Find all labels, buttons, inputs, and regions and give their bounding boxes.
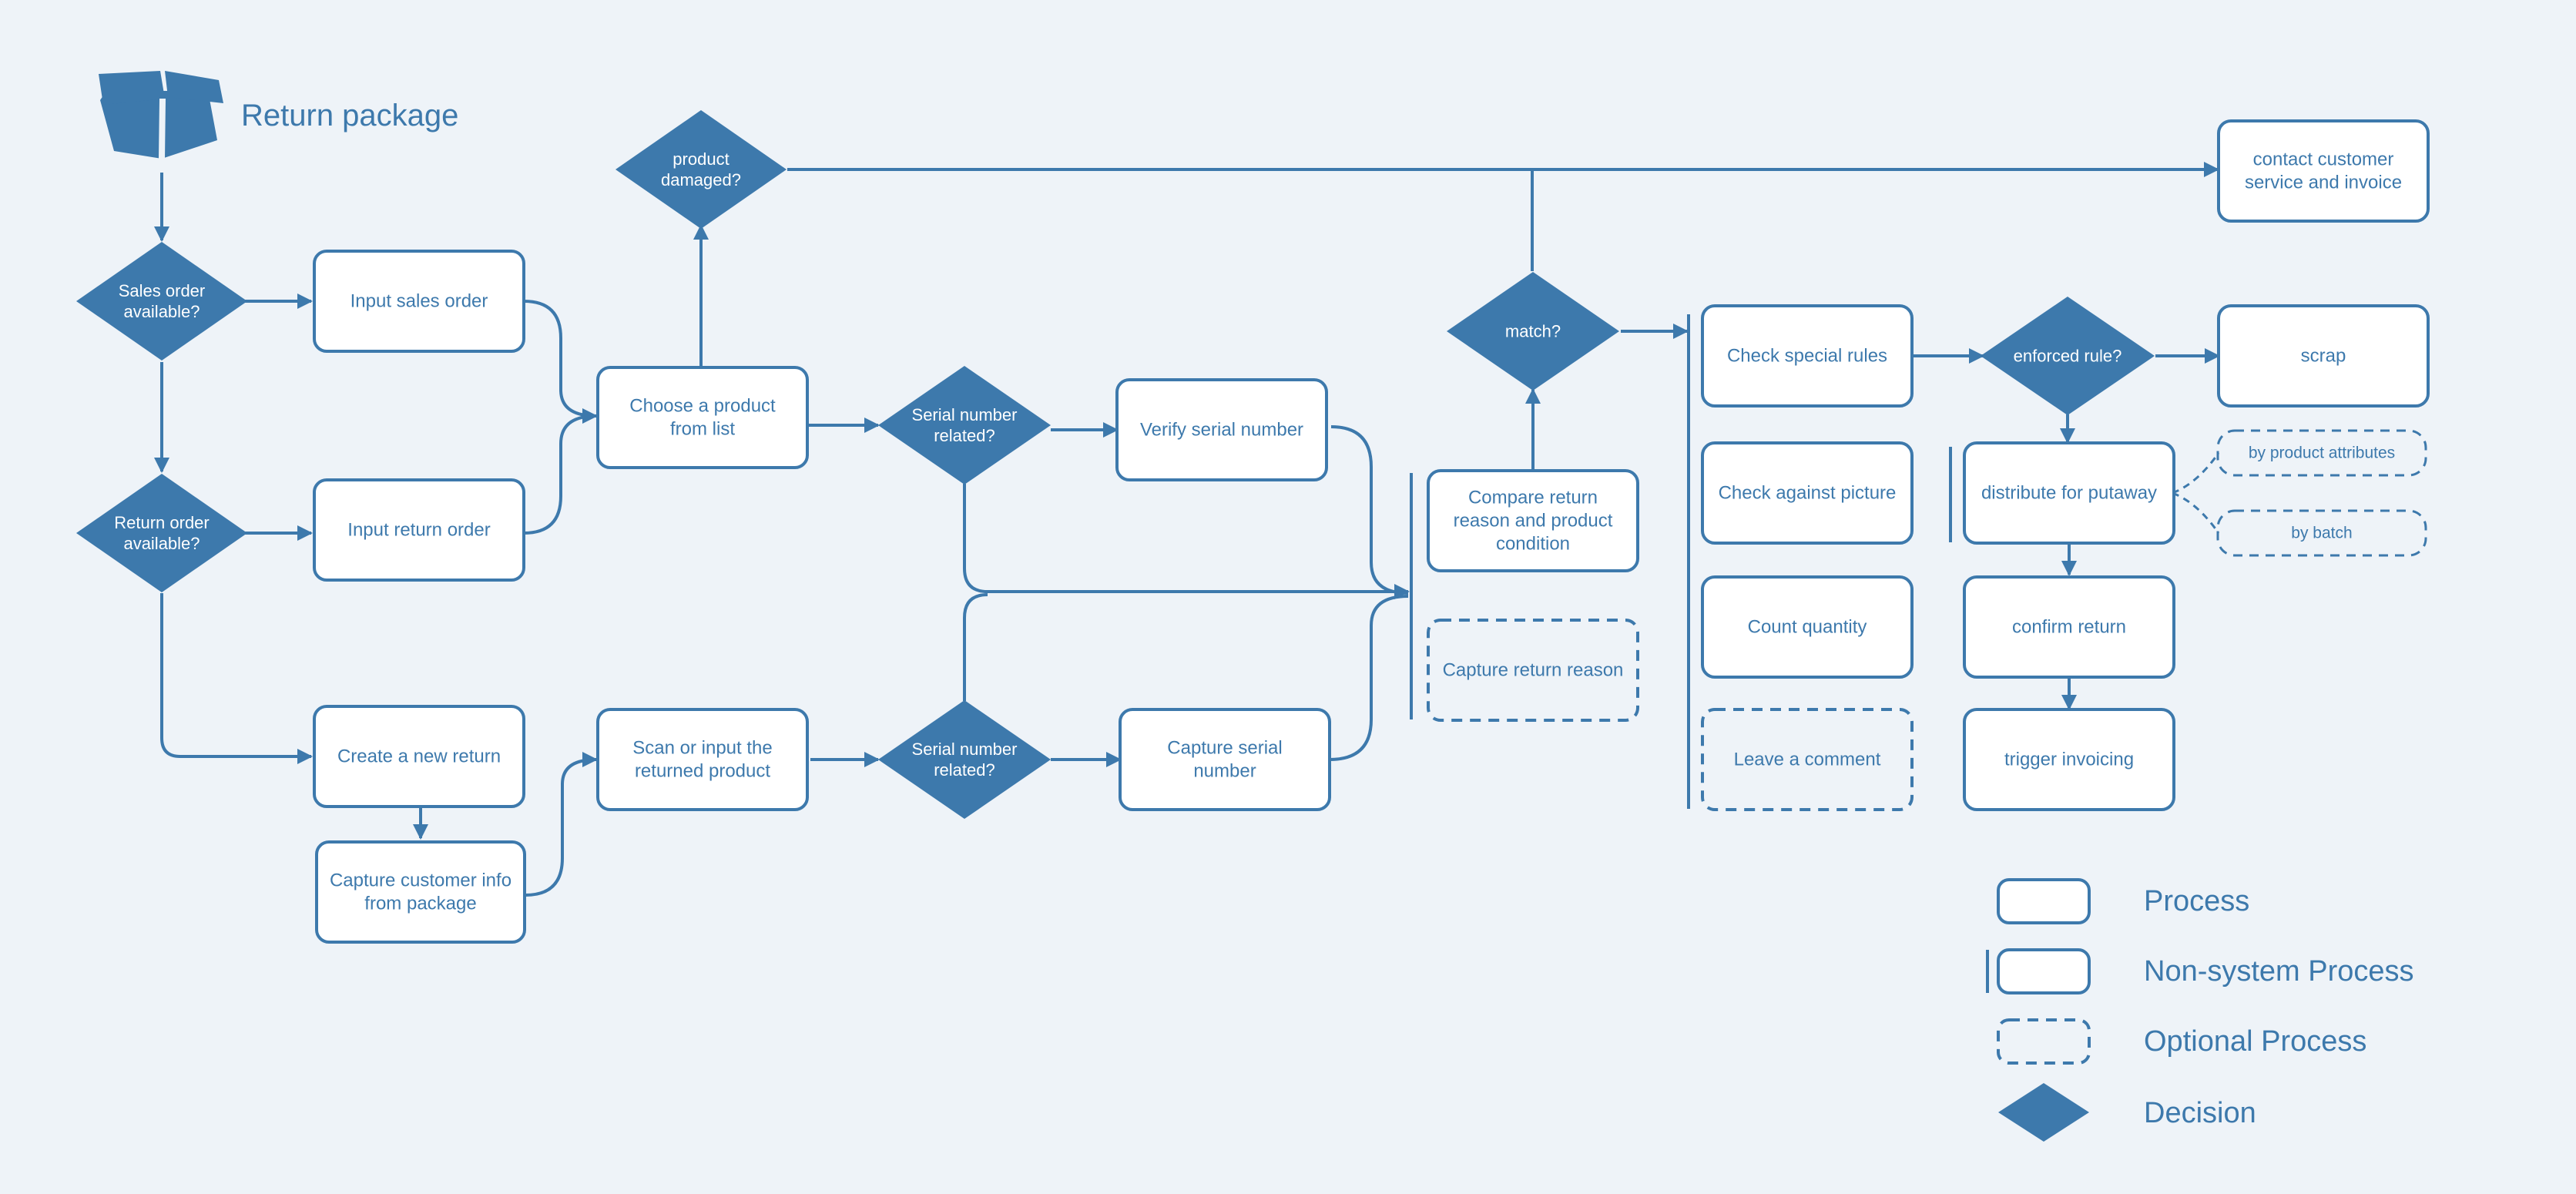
compare-reason-step: Compare return reason and productconditio… (1427, 469, 1639, 572)
node-label: by product attributes (2249, 444, 2395, 462)
node-label: returned product (635, 761, 770, 782)
connector (523, 414, 597, 535)
capture-reason-step: Capture return reason (1427, 619, 1639, 722)
input-sales-step: Input sales order (313, 250, 525, 353)
package-icon (99, 71, 223, 159)
node-label: related? (934, 760, 995, 780)
node-label: available? (123, 302, 200, 321)
by-batch-step: by batch (2216, 509, 2427, 557)
by-attributes-step: by product attributes (2216, 429, 2427, 477)
node-label: Count quantity (1748, 617, 1867, 638)
node-label: Return order (114, 513, 210, 532)
connector (1329, 595, 1409, 761)
node-label: available? (123, 534, 200, 553)
node-label: product (673, 149, 729, 169)
connector (963, 484, 1410, 599)
sales-order-decision: Sales order available? (76, 242, 247, 361)
legend: Process Non-system Process Optional Proc… (1986, 878, 2414, 1142)
connector (2172, 452, 2220, 495)
node-label: related? (934, 426, 995, 445)
node-label: Serial number (912, 740, 1018, 759)
legend-non-system-shape (1986, 948, 2091, 994)
node-label: Sales order (119, 281, 206, 300)
page-title: Return package (241, 99, 458, 132)
node-label: Capture serial (1167, 738, 1282, 759)
connectors (154, 162, 2220, 897)
check-rules-step: Check special rules (1701, 304, 1914, 408)
node-label: condition (1496, 534, 1570, 555)
legend-optional-label: Optional Process (2144, 1025, 2366, 1058)
node-label: enforced rule? (2014, 347, 2122, 366)
node-label: Create a new return (337, 746, 501, 767)
node-label: service and invoice (2245, 173, 2402, 193)
node-label: Input sales order (351, 291, 488, 312)
node-label: Input return order (347, 520, 490, 541)
node-label: Scan or input the (632, 738, 772, 759)
node-label: Check against picture (1719, 483, 1897, 504)
node-label: trigger invoicing (2004, 750, 2134, 770)
legend-optional-shape (1997, 1018, 2091, 1065)
node-label: damaged? (661, 170, 741, 189)
node-label: by batch (2291, 525, 2352, 542)
legend-process-shape (1997, 878, 2091, 924)
serial-related-1-decision: Serial number related? (878, 366, 1051, 485)
distribute-step: distribute for putaway (1963, 441, 2175, 545)
enforced-rule-decision: enforced rule? (1981, 297, 2155, 415)
connector (2172, 491, 2220, 534)
node-label: contact customer (2253, 149, 2394, 170)
node-label: from package (364, 894, 476, 914)
legend-process-label: Process (2144, 885, 2249, 917)
contact-customer-step: contact customer service and invoice (2217, 119, 2430, 223)
node-label: Compare return (1468, 488, 1598, 508)
legend-non-system-label: Non-system Process (2144, 955, 2414, 988)
node-label: number (1193, 761, 1256, 782)
node-label: distribute for putaway (1981, 483, 2157, 504)
node-label: confirm return (2012, 617, 2126, 638)
input-return-step: Input return order (313, 478, 525, 582)
match-decision: match? (1447, 272, 1619, 391)
node-label: scrap (2301, 346, 2346, 367)
connector (525, 752, 598, 897)
create-return-step: Create a new return (313, 705, 525, 808)
connector (963, 593, 988, 701)
node-label: match? (1505, 322, 1561, 341)
node-label: Verify serial number (1140, 420, 1303, 441)
node-label: Serial number (912, 405, 1018, 424)
return-order-decision: Return order available? (76, 474, 247, 592)
node-label: from list (670, 419, 735, 440)
legend-decision-shape (1998, 1083, 2089, 1142)
verify-serial-step: Verify serial number (1115, 378, 1328, 481)
count-quantity-step: Count quantity (1701, 575, 1914, 679)
capture-customer-step: Capture customer info from package (315, 840, 526, 944)
check-picture-step: Check against picture (1701, 441, 1914, 545)
node-label: Leave a comment (1734, 750, 1881, 770)
node-label: Capture customer info (330, 870, 512, 891)
node-label: reason and product (1454, 511, 1613, 532)
confirm-return-step: confirm return (1963, 575, 2175, 679)
node-label: Check special rules (1727, 346, 1887, 367)
connector (1330, 425, 1409, 595)
node-label: Capture return reason (1443, 660, 1624, 681)
connector (523, 300, 598, 424)
leave-comment-step: Leave a comment (1701, 708, 1914, 811)
node-label: Choose a product (629, 396, 776, 417)
connector (160, 593, 313, 764)
trigger-invoicing-step: trigger invoicing (1963, 708, 2175, 811)
scrap-step: scrap (2217, 304, 2430, 408)
legend-decision-label: Decision (2144, 1097, 2256, 1129)
